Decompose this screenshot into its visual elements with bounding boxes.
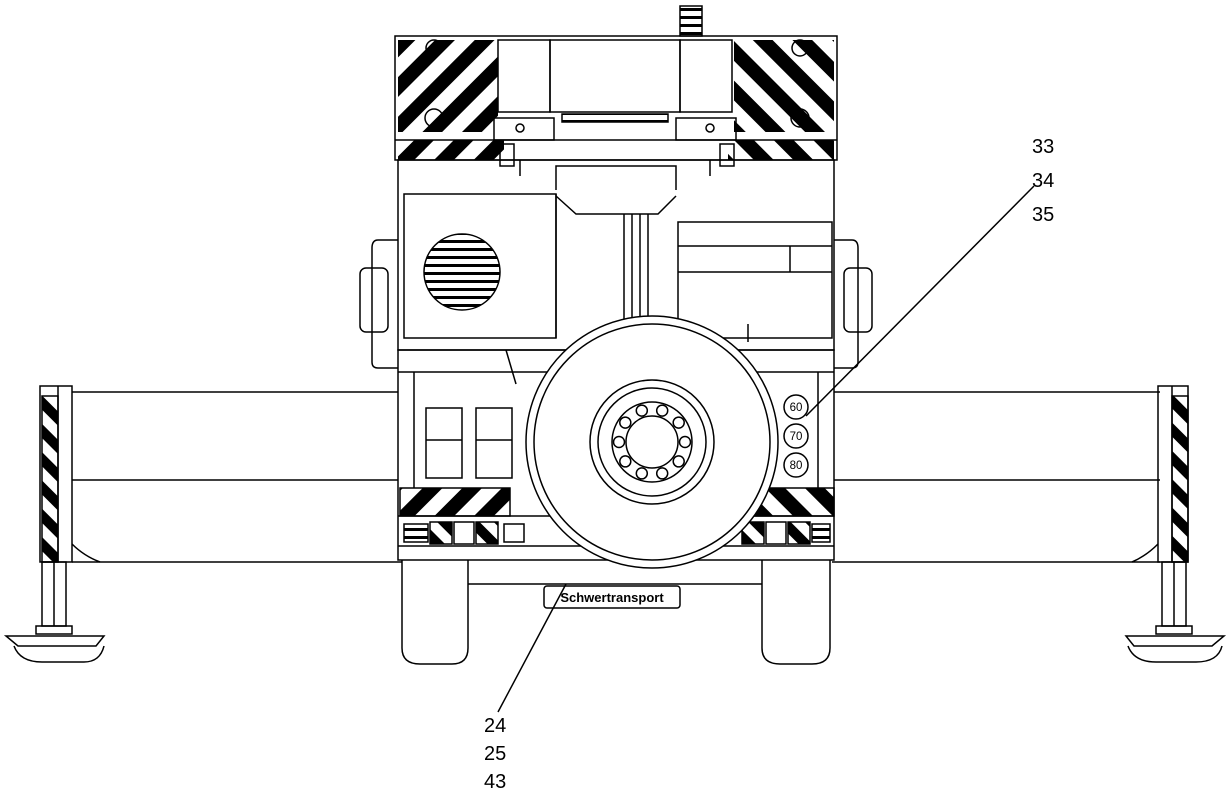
hub-bolt xyxy=(619,416,632,429)
hub-bolt xyxy=(635,467,649,480)
sign-text: Schwertransport xyxy=(560,590,664,605)
hub-bolt xyxy=(619,455,632,468)
hub-bolt xyxy=(672,455,685,468)
speed-disc xyxy=(783,423,809,449)
callout-33: 33 xyxy=(1032,136,1054,158)
outrigger-beams xyxy=(72,391,1160,563)
speed-disc-label: 60 xyxy=(790,402,803,414)
left-outrigger-jack xyxy=(3,385,106,663)
hub-bolt xyxy=(678,435,692,449)
hub-bolt xyxy=(635,404,649,417)
hub-bolt xyxy=(672,416,685,429)
heavy-transport-sign xyxy=(543,585,681,609)
leader-lines xyxy=(497,185,1035,713)
callout-35: 35 xyxy=(1032,204,1054,226)
callout-25: 25 xyxy=(484,743,506,765)
tyres xyxy=(401,560,831,665)
callout-34: 34 xyxy=(1032,170,1054,192)
hub-bolt xyxy=(655,404,669,417)
counterweight xyxy=(394,5,838,176)
speed-marks: 60 70 80 xyxy=(783,394,809,478)
hub-bolt xyxy=(655,467,669,480)
hub-bolt xyxy=(612,435,626,449)
right-outrigger-jack xyxy=(1124,385,1227,663)
speed-disc xyxy=(783,394,809,420)
callouts-right: 33 34 35 xyxy=(1032,136,1054,226)
callouts-bottom: 24 25 43 xyxy=(484,715,506,793)
callout-24: 24 xyxy=(484,715,506,737)
callout-43: 43 xyxy=(484,771,506,793)
speed-disc-label: 80 xyxy=(790,460,803,472)
speed-disc xyxy=(783,452,809,478)
spare-wheel xyxy=(525,315,779,569)
speed-disc-label: 70 xyxy=(790,431,803,443)
